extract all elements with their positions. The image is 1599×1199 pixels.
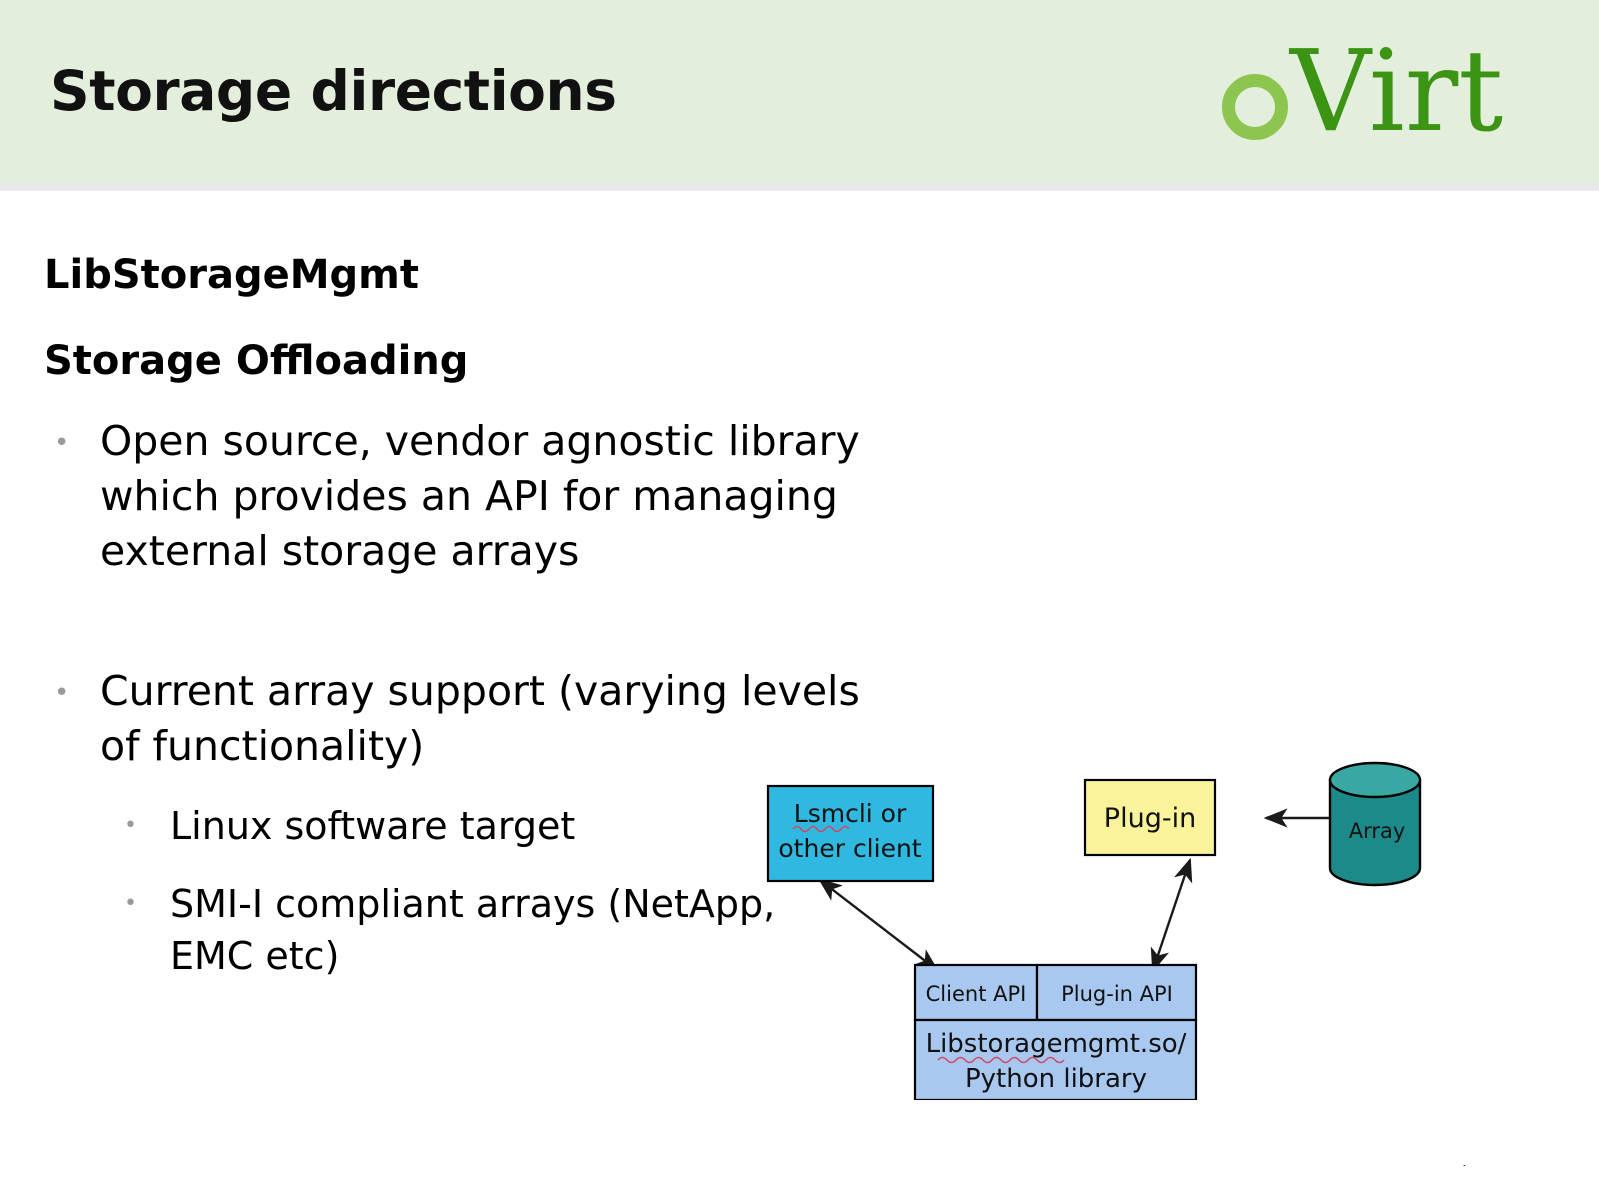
list-item-label: SMI-I compliant arrays (NetApp, EMC etc) — [170, 882, 776, 978]
ovirt-logo: Virt — [1222, 36, 1522, 156]
header-divider — [0, 183, 1599, 191]
page-title: Storage directions — [50, 59, 617, 123]
diagram-node-array: Array — [1328, 761, 1422, 887]
bullet-dot-icon: • — [54, 678, 70, 708]
footer-page-marker: . — [1462, 1158, 1478, 1166]
spellcheck-squiggle-libstoragemgmt — [937, 1056, 1065, 1064]
list-item: • Open source, vendor agnostic library w… — [54, 414, 860, 579]
client-box-line1: Lsmcli or — [794, 799, 907, 828]
plugin-api-cell — [1035, 963, 1198, 1022]
slide-header-band — [0, 0, 1599, 183]
ovirt-logo-wordmark: Virt — [1290, 27, 1504, 157]
bullet-dot-icon: • — [54, 428, 70, 458]
architecture-diagram: Lsmcli or other client Plug-in Array Cl — [760, 740, 1480, 1100]
ovirt-logo-ring-icon — [1222, 74, 1288, 140]
client-api-label: Client API — [926, 982, 1027, 1006]
client-box — [766, 784, 935, 883]
list-item: • Linux software target — [124, 800, 790, 852]
diagram-node-client: Lsmcli or other client — [766, 784, 935, 883]
plugin-box-label: Plug-in — [1104, 803, 1196, 834]
plugin-box — [1083, 778, 1217, 857]
heading-storage-offloading: Storage Offloading — [44, 338, 469, 384]
edge-plugin-api-to-plugin — [1150, 857, 1193, 973]
edge-client-to-client-api — [818, 878, 939, 972]
bullet-dot-icon: • — [124, 891, 137, 916]
spellcheck-squiggle-lsmcli — [792, 825, 850, 833]
array-label: Array — [1349, 819, 1406, 843]
array-cylinder-body — [1328, 778, 1422, 887]
list-item-label: Linux software target — [170, 804, 576, 848]
library-line2: Python library — [965, 1064, 1147, 1094]
plugin-api-label: Plug-in API — [1061, 982, 1173, 1006]
diagram-node-plugin: Plug-in — [1083, 778, 1217, 857]
bullet-dot-icon: • — [124, 813, 137, 838]
list-item: • SMI-I compliant arrays (NetApp, EMC et… — [124, 878, 790, 982]
client-box-line2: other client — [778, 834, 921, 863]
list-item-label: Current array support (varying levels of… — [100, 667, 860, 770]
list-item-label: Open source, vendor agnostic library whi… — [100, 417, 860, 575]
heading-libstoragemgmt: LibStorageMgmt — [44, 252, 419, 298]
diagram-node-library: Client API Plug-in API Libstoragemgmt.so… — [913, 963, 1198, 1100]
array-cylinder-top — [1328, 761, 1422, 799]
library-line1: Libstoragemgmt.so/ — [926, 1029, 1187, 1059]
list-item: • Current array support (varying levels … — [54, 664, 860, 774]
